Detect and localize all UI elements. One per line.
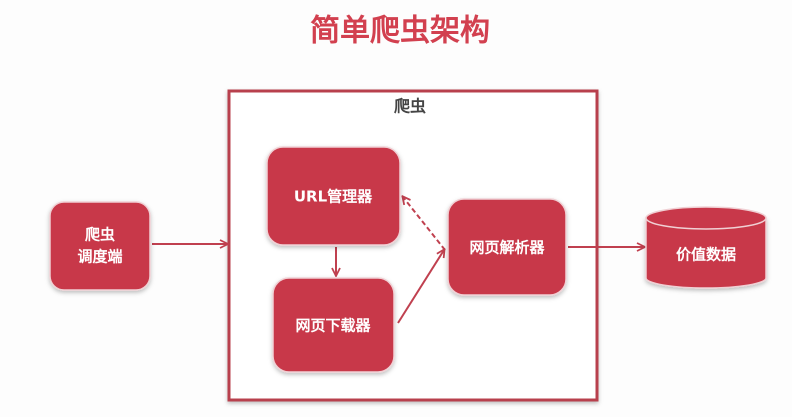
- node-downloader-label: 网页下载器: [295, 317, 371, 335]
- diagram-title: 简单爬虫架构: [310, 14, 490, 49]
- node-value-data-label: 价值数据: [676, 246, 736, 264]
- node-parser: 网页解析器: [447, 198, 567, 296]
- node-scheduler-line1: 爬虫: [84, 226, 115, 244]
- cylinder-top: [645, 206, 767, 230]
- node-parser-label: 网页解析器: [469, 239, 545, 257]
- node-downloader: 网页下载器: [272, 277, 395, 373]
- node-url-manager-box: [266, 146, 401, 246]
- node-value-data-cylinder: 价值数据: [645, 206, 767, 289]
- edge-downloader-to-parser: [397, 250, 444, 324]
- edge-parser-to-url-manager: [403, 197, 446, 251]
- node-downloader-box: [272, 277, 395, 373]
- node-scheduler-line2: 调度端: [77, 248, 122, 266]
- node-url-manager: URL管理器: [266, 146, 401, 246]
- node-scheduler-box: [49, 201, 151, 291]
- crawler-group-label: 爬虫: [393, 97, 426, 116]
- node-scheduler: 爬虫 调度端: [49, 201, 151, 291]
- node-parser-box: [447, 198, 567, 296]
- node-url-manager-label: URL管理器: [294, 188, 373, 206]
- cylinder-body: [645, 217, 767, 289]
